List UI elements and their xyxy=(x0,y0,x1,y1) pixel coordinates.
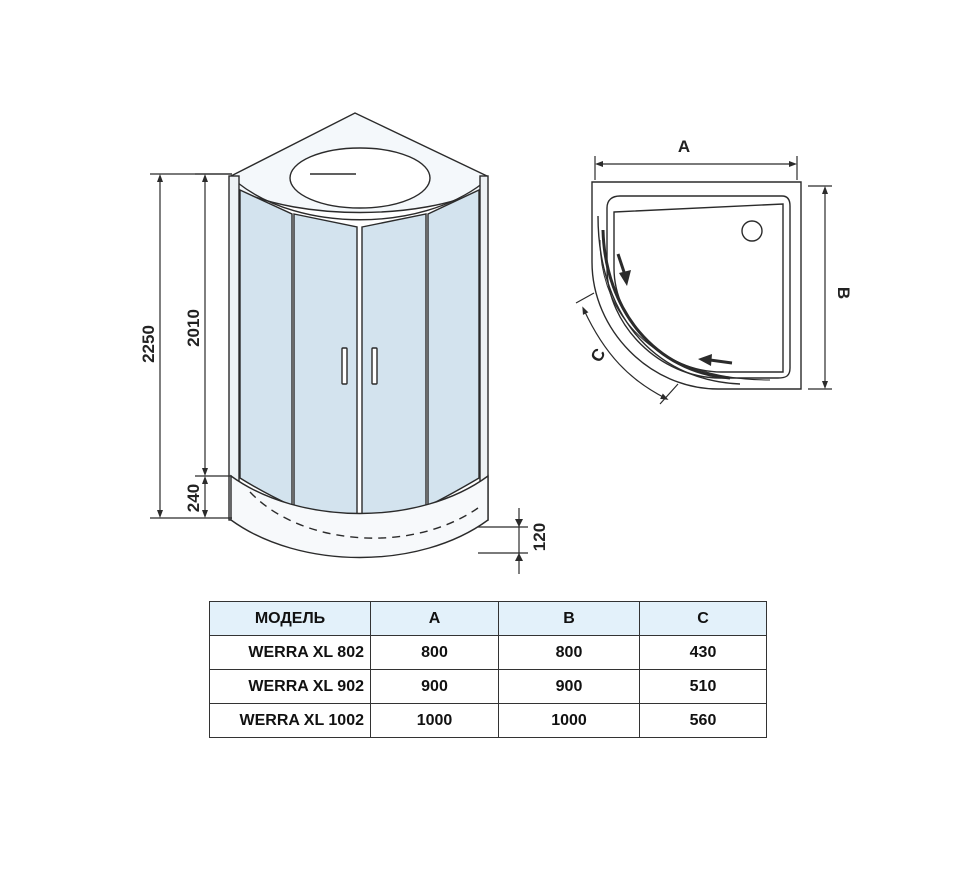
label-tray-height: 240 xyxy=(184,484,203,512)
cell-model: WERRA XL 1002 xyxy=(209,703,371,738)
cell-model: WERRA XL 902 xyxy=(209,669,371,704)
cell-c: 560 xyxy=(639,703,767,738)
table-row: WERRA XL 802 800 800 430 xyxy=(209,635,767,670)
shower-tray xyxy=(230,474,489,559)
label-cabin-height: 2010 xyxy=(184,309,203,347)
cell-a: 800 xyxy=(370,635,499,670)
door-handle-right xyxy=(371,347,378,385)
cell-a: 1000 xyxy=(370,703,499,738)
cell-model: WERRA XL 802 xyxy=(209,635,371,670)
label-dim-a: A xyxy=(678,137,690,156)
door-handle-left xyxy=(341,347,348,385)
label-tray-depth: 120 xyxy=(530,523,549,551)
label-total-height: 2250 xyxy=(139,325,158,363)
drain-hole xyxy=(741,220,763,242)
table-row: WERRA XL 1002 1000 1000 560 xyxy=(209,703,767,738)
table-header-row: МОДЕЛЬ A B C xyxy=(209,601,767,636)
plan-dimensions xyxy=(575,156,832,405)
dim-line-c xyxy=(582,306,669,400)
table-row: WERRA XL 902 900 900 510 xyxy=(209,669,767,704)
header-a: A xyxy=(370,601,499,636)
roof-inner-edge xyxy=(237,182,484,221)
front-dimensions xyxy=(150,173,528,574)
cell-b: 800 xyxy=(498,635,640,670)
shower-cabin-front-view xyxy=(228,112,489,559)
glass-panel-right xyxy=(427,188,480,508)
technical-drawing: 2250 2010 240 120 A B C xyxy=(139,112,853,574)
cell-c: 510 xyxy=(639,669,767,704)
left-frame-post xyxy=(228,175,240,521)
ceiling-shower-head xyxy=(289,147,431,209)
cell-a: 900 xyxy=(370,669,499,704)
cell-b: 900 xyxy=(498,669,640,704)
specifications-table: МОДЕЛЬ A B C WERRA XL 802 800 800 430 WE… xyxy=(209,601,767,738)
door-direction-arrows xyxy=(616,253,733,366)
header-c: C xyxy=(639,601,767,636)
header-b: B xyxy=(498,601,640,636)
tray-depth-dashed xyxy=(249,491,479,539)
glass-panel-left xyxy=(239,188,293,508)
cell-c: 430 xyxy=(639,635,767,670)
label-dim-b: B xyxy=(834,287,853,299)
header-model: МОДЕЛЬ xyxy=(209,601,371,636)
arrow-right-door xyxy=(709,358,733,365)
shower-plan-view xyxy=(591,181,802,390)
cell-b: 1000 xyxy=(498,703,640,738)
arrow-left-door xyxy=(616,253,627,276)
right-frame-post xyxy=(479,175,489,521)
